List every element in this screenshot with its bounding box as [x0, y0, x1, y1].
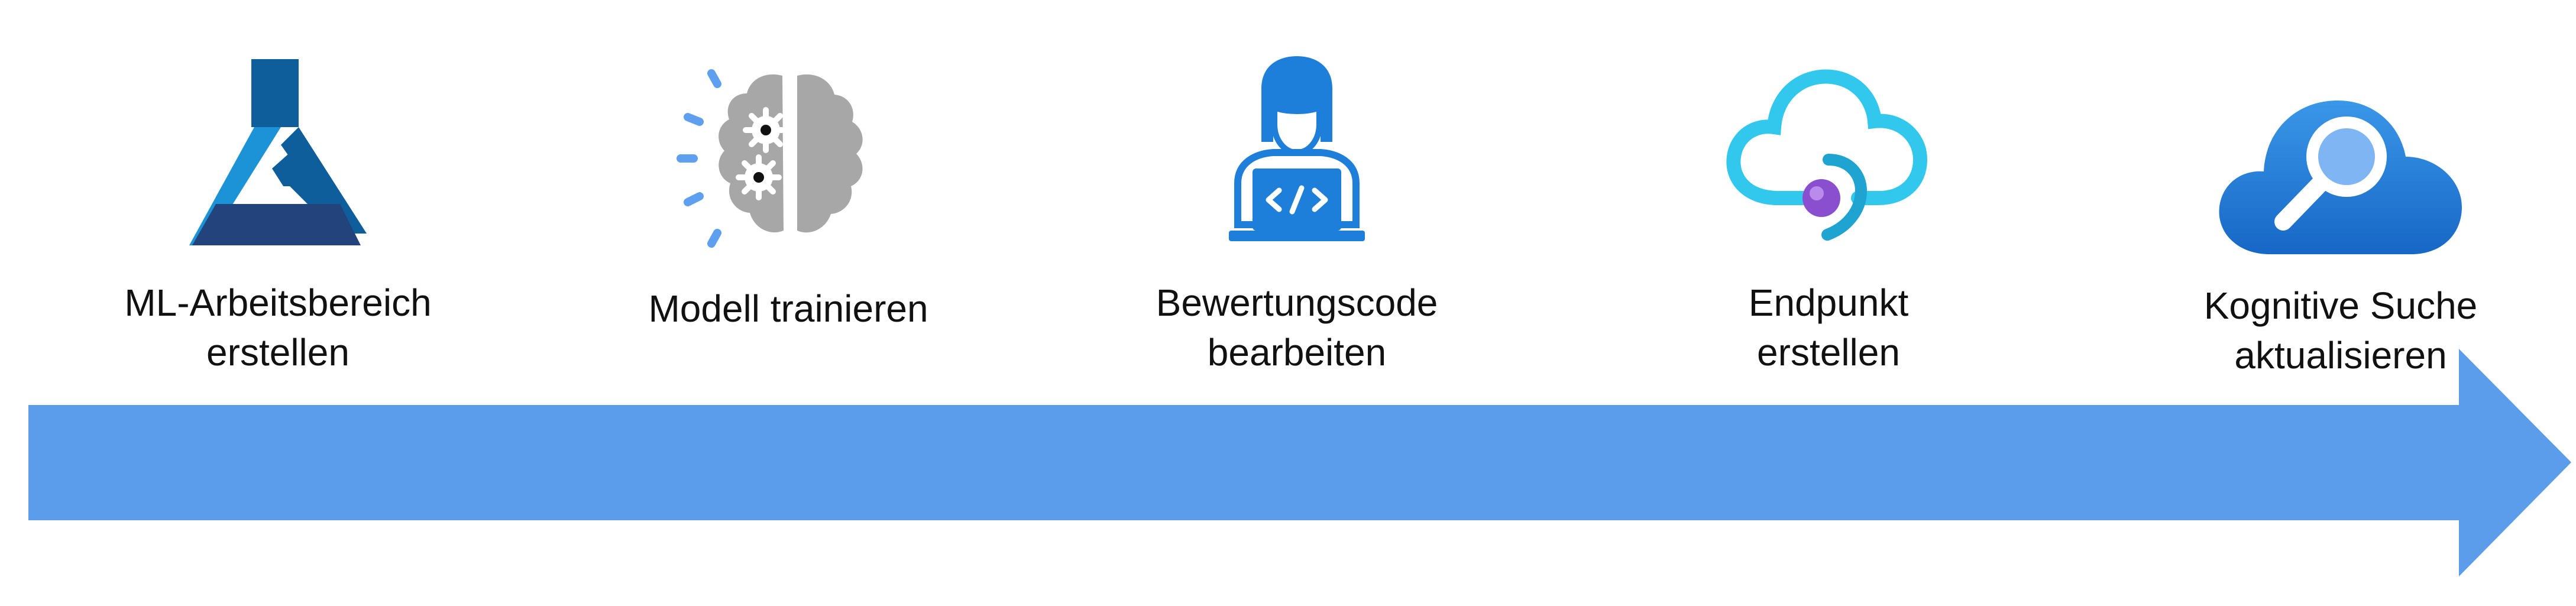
- process-arrow-shape: [28, 349, 2571, 576]
- step-label: Endpunkt erstellen: [1622, 278, 2035, 377]
- step-label-line2: erstellen: [1757, 331, 1900, 374]
- step-label: ML-Arbeitsbereich erstellen: [71, 278, 485, 377]
- step-label-line2: erstellen: [206, 331, 349, 374]
- step-label: Bewertungscode bearbeiten: [1090, 278, 1504, 377]
- developer-laptop-icon: [1090, 53, 1504, 248]
- step-label: Kognitive Suche aktualisieren: [2134, 281, 2548, 380]
- cloud-endpoint-icon: [1622, 56, 2035, 251]
- step-label: Modell trainieren: [581, 284, 995, 333]
- step-label-line2: bearbeiten: [1207, 331, 1387, 374]
- step-label-line1: Endpunkt: [1748, 281, 1909, 324]
- brain-gears-icon: [581, 65, 995, 254]
- step-label-line1: Bewertungscode: [1156, 281, 1438, 324]
- step-label-line1: Kognitive Suche: [2203, 284, 2478, 327]
- step-label-line2: aktualisieren: [2234, 334, 2447, 377]
- flask-icon: [71, 56, 485, 251]
- step-label-line1: ML-Arbeitsbereich: [124, 281, 432, 324]
- step-label-line1: Modell trainieren: [648, 287, 928, 330]
- cloud-search-icon: [2134, 74, 2548, 263]
